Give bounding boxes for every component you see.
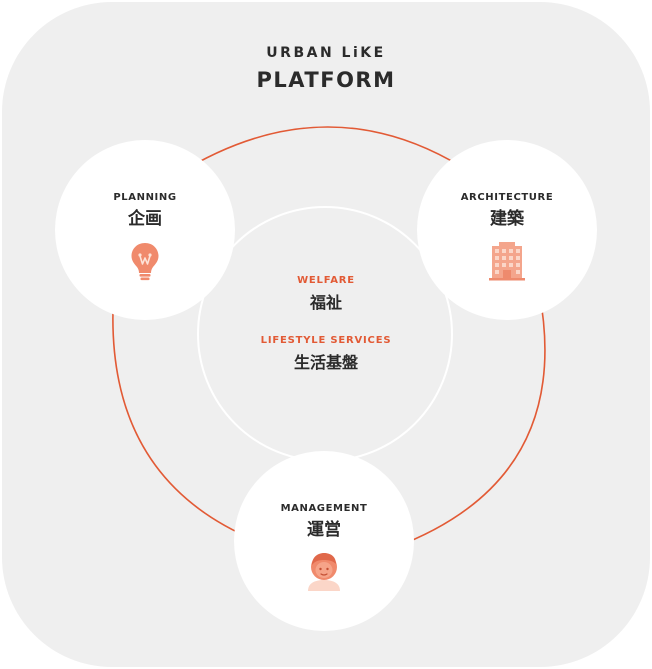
architecture-en-label: ARCHITECTURE — [460, 192, 554, 203]
lightbulb-icon — [131, 243, 159, 281]
node-planning: PLANNING 企画 — [55, 140, 235, 320]
center-welfare: WELFARE 福祉 — [226, 274, 426, 314]
arrow-management-to-planning — [107, 287, 263, 544]
lifestyle-ja-label: 生活基盤 — [293, 353, 358, 372]
arrow-architecture-to-management — [391, 290, 546, 551]
node-architecture: ARCHITECTURE 建築 — [417, 140, 597, 320]
lifestyle-en-label: LIFESTYLE SERVICES — [260, 335, 392, 346]
header: URBAN LiKE PLATFORM — [0, 44, 652, 94]
arrow-planning-to-architecture — [177, 126, 475, 176]
management-en-label: MANAGEMENT — [280, 503, 368, 514]
planning-en-label: PLANNING — [113, 192, 177, 203]
planning-ja-label: 企画 — [128, 209, 162, 229]
management-ja-label: 運営 — [307, 520, 341, 540]
person-icon — [308, 553, 340, 591]
welfare-en-label: WELFARE — [297, 275, 355, 286]
platform-title: PLATFORM — [256, 68, 396, 92]
center-lifestyle: LIFESTYLE SERVICES 生活基盤 — [226, 334, 426, 374]
architecture-ja-label: 建築 — [490, 209, 524, 229]
node-management: MANAGEMENT 運営 — [234, 451, 414, 631]
welfare-ja-label: 福祉 — [309, 293, 342, 312]
building-icon — [489, 242, 525, 281]
brand-name: URBAN LiKE — [266, 45, 386, 61]
